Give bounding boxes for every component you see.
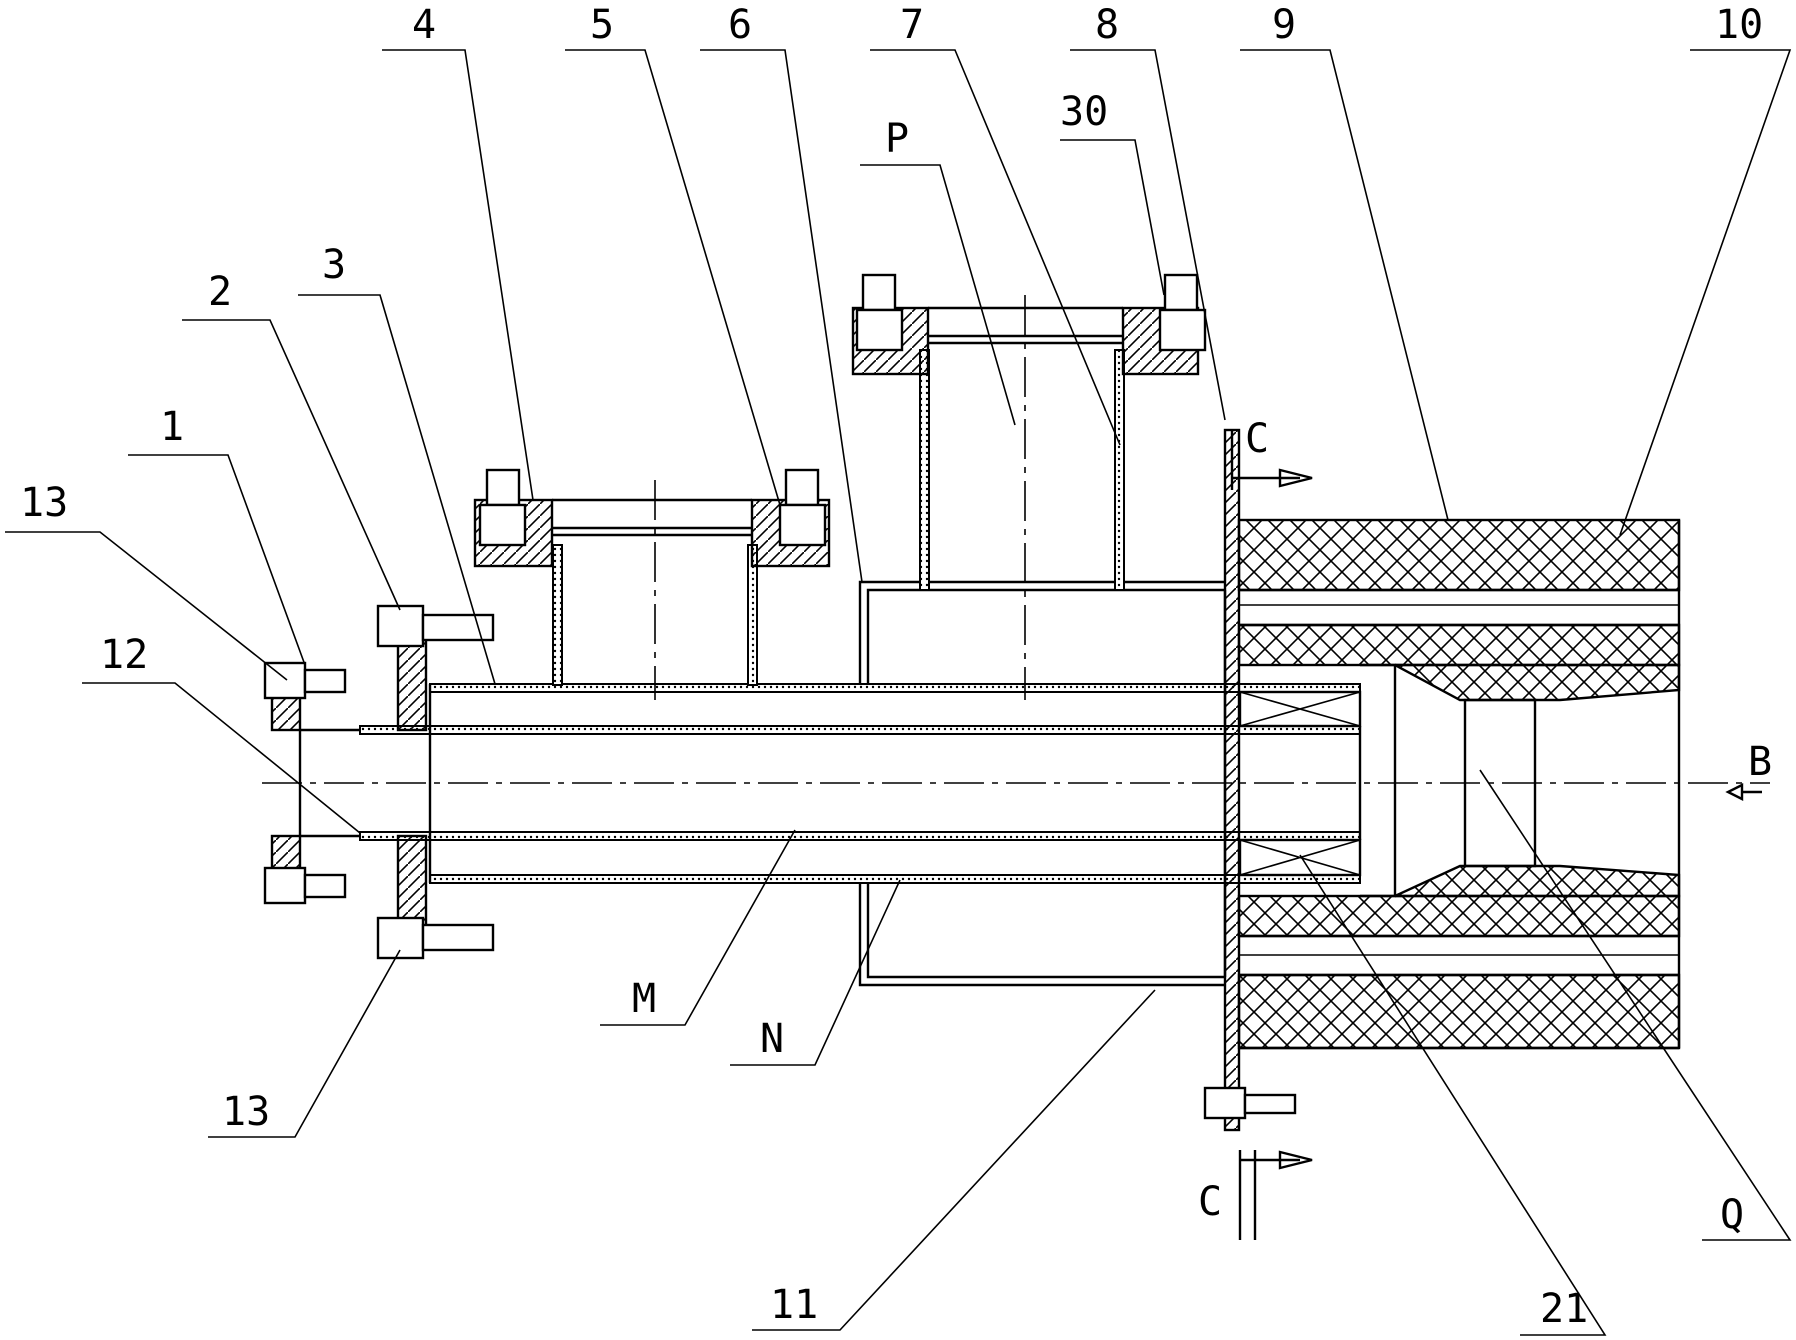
leader-lines (5, 49, 1792, 1336)
zone-label-m: M (632, 976, 656, 1022)
cavity-q (1360, 663, 1537, 898)
part-label-10: 10 (1715, 2, 1763, 48)
middle-tube (428, 683, 1361, 884)
bolt-left-top (263, 661, 347, 700)
view-label-c-top: C (1245, 416, 1269, 462)
bolt-inner-top (376, 604, 495, 648)
part-label-7: 7 (900, 2, 924, 48)
bolt-nozzle-left-a (478, 468, 527, 547)
part-label-13-top: 13 (20, 480, 68, 526)
outer-insulation (1237, 518, 1681, 1050)
part-label-9: 9 (1272, 2, 1296, 48)
nozzle-left (473, 480, 831, 700)
part-label-13-bottom: 13 (222, 1089, 270, 1135)
bolt-nozzle-left-b (778, 468, 827, 547)
part-label-12: 12 (100, 632, 148, 678)
bolt-inner-bottom (376, 916, 495, 960)
bolt-bottom-right (1203, 1086, 1297, 1120)
part-label-30: 30 (1060, 89, 1108, 135)
zone-label-n: N (760, 1016, 784, 1062)
bolt-left-bottom (263, 866, 347, 905)
nozzle-right (851, 295, 1200, 700)
part-label-4: 4 (412, 2, 436, 48)
part-label-11: 11 (770, 1282, 818, 1328)
section-cut-c (1230, 430, 1762, 1240)
view-label-c-bottom: C (1198, 1179, 1222, 1225)
zone-label-q: Q (1720, 1192, 1744, 1238)
view-label-b: B (1748, 739, 1772, 785)
part-label-1: 1 (160, 404, 184, 450)
end-flange-plate (1223, 428, 1241, 1132)
bolt-nozzle-right-b (1158, 273, 1207, 352)
bolt-nozzle-right-a (855, 273, 904, 352)
part-label-21: 21 (1540, 1286, 1588, 1332)
jacket-casing (858, 580, 1225, 987)
zone-label-p: P (885, 116, 909, 162)
part-label-3: 3 (322, 242, 346, 288)
part-label-8: 8 (1095, 2, 1119, 48)
part-label-5: 5 (590, 2, 614, 48)
part-label-6: 6 (728, 2, 752, 48)
part-label-2: 2 (208, 269, 232, 315)
